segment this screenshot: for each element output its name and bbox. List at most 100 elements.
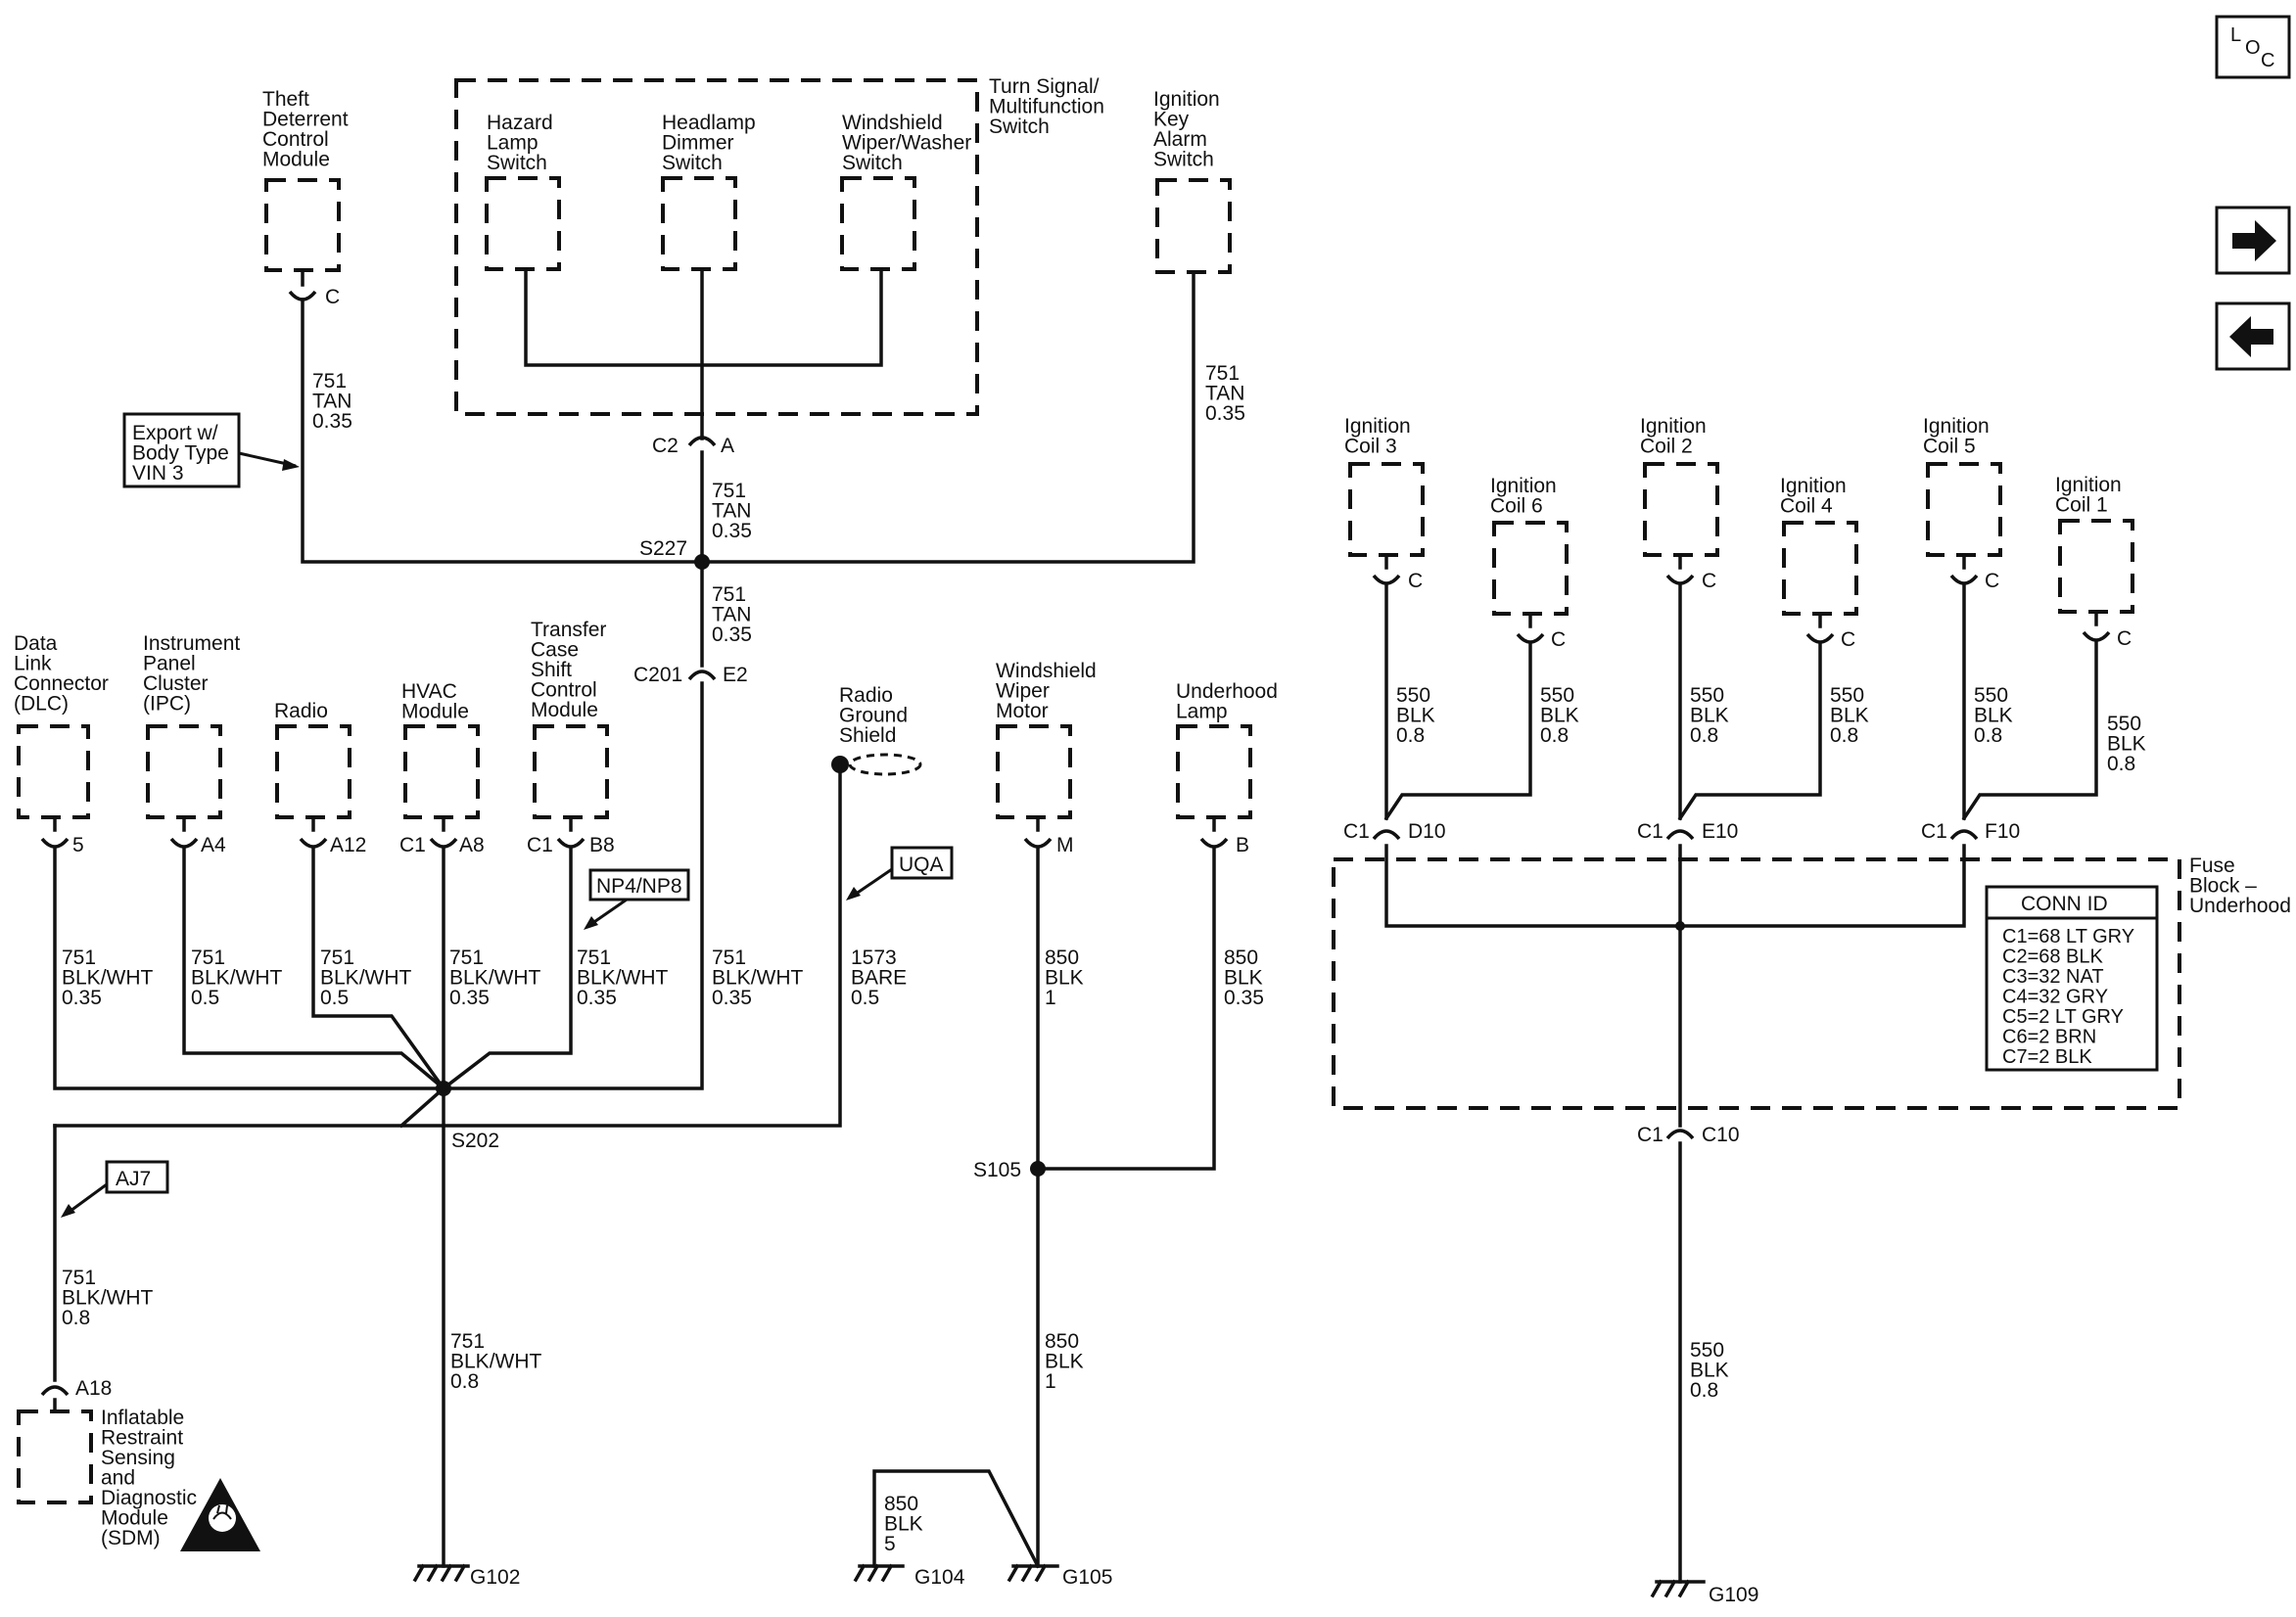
fuse-block-label-line: Fuse	[2189, 855, 2235, 877]
coil5-connector	[1949, 574, 1979, 585]
coil4-label-line: Ignition	[1780, 475, 1847, 497]
coil6-wire-label-line: BLK	[1540, 705, 1579, 727]
wiper-wire-label-line: 1	[1045, 987, 1056, 1009]
radio-pin: A12	[330, 834, 366, 856]
export-note-line: VIN 3	[132, 462, 184, 485]
g104-wire	[872, 1469, 1041, 1569]
radio-label-line: Radio	[274, 700, 328, 722]
c201-wire-label-line: 751	[712, 947, 746, 969]
ignition-coil-3	[1348, 462, 1425, 557]
ignition-key-alarm-label-line: Key	[1153, 109, 1190, 131]
coil1-connector	[2082, 630, 2111, 642]
loc-button[interactable]: L O C	[2215, 15, 2291, 79]
hvac-pin: A8	[459, 834, 485, 856]
ground-g109-icon	[1650, 1579, 1706, 1598]
radio-label: Radio	[274, 700, 328, 722]
dlc-pin: 5	[72, 834, 84, 856]
ignition-key-alarm-label-line: Alarm	[1153, 128, 1207, 151]
fuse-block-underhood	[1332, 857, 2181, 1110]
tcscm-label-line: Shift	[531, 659, 572, 681]
coil4-wire-label-line: 550	[1830, 684, 1864, 707]
radio	[275, 724, 351, 819]
dlc-wire	[53, 846, 445, 1090]
ignition-key-alarm-label-line: Ignition	[1153, 88, 1220, 111]
coil1-wire-label-line: 550	[2107, 713, 2141, 735]
s202-label: S202	[451, 1130, 499, 1152]
coil3-label-line: Coil 3	[1344, 436, 1397, 458]
ipc-pin: A4	[201, 834, 226, 856]
underhood-lamp	[1176, 724, 1252, 819]
aj7-arrow-line	[66, 1182, 108, 1216]
g104-wire-label-line: 850	[884, 1493, 918, 1515]
coil2-wire-label-line: 0.8	[1690, 724, 1718, 747]
sdm-label-line: (SDM)	[101, 1527, 161, 1549]
splice-s105	[1030, 1161, 1046, 1177]
ipc-label-line: Instrument	[143, 632, 240, 655]
coil6-connector	[1516, 632, 1545, 644]
tcscm-wire	[441, 846, 573, 1091]
g104-wire-label-line: 5	[884, 1533, 896, 1555]
c201-to-s202	[442, 681, 704, 1090]
s227-label: S227	[639, 537, 687, 560]
ipc-wire-label-line: 0.5	[191, 987, 219, 1009]
s105-wire-label-line: 1	[1045, 1370, 1056, 1393]
hvac-connector	[429, 837, 458, 849]
fuse-block-f10-connector	[1949, 829, 1979, 841]
conn-id-rows-line: C2=68 BLK	[2002, 947, 2104, 968]
coil3-wire-label-line: 0.8	[1396, 724, 1425, 747]
sdm-wire-label-line: 751	[62, 1267, 96, 1289]
coil1-wire-label-line: 0.8	[2107, 753, 2135, 775]
ground-g105-icon	[1007, 1563, 1059, 1583]
np-option-tag	[588, 868, 690, 901]
radio-shield-label-line: Ground	[839, 705, 908, 727]
g102-wire-label-line: 751	[450, 1330, 485, 1353]
coil2-wire-label-line: BLK	[1690, 705, 1729, 727]
theft-wire-label-line: 751	[312, 370, 347, 393]
forward-button[interactable]	[2215, 206, 2291, 275]
dlc-wire-label-line: 0.35	[62, 987, 102, 1009]
inflatable-restraint-module	[17, 1409, 93, 1504]
tcscm-c: C1	[527, 834, 553, 856]
hvac-wire-label-line: 0.35	[449, 987, 490, 1009]
theft-wire-label-line: TAN	[312, 391, 351, 413]
g102-wire-label-line: BLK/WHT	[450, 1351, 542, 1373]
radio-shield-label-line: Shield	[839, 724, 896, 747]
shield-wire	[53, 762, 842, 1128]
g109-wire-label-line: 0.8	[1690, 1379, 1718, 1402]
ignition-coil-2	[1643, 462, 1719, 557]
tcscm-pin: B8	[589, 834, 615, 856]
theft-module-label-line: Theft	[262, 88, 309, 111]
headlamp-dimmer-switch-label-line: Headlamp	[662, 112, 756, 134]
hazard-lamp-switch-label-line: Switch	[487, 152, 547, 174]
hazard-lamp-switch-label-line: Lamp	[487, 132, 539, 155]
tcscm-label-line: Module	[531, 699, 598, 721]
lamp-wire-label-line: 0.35	[1224, 987, 1264, 1009]
s105-label: S105	[973, 1159, 1021, 1181]
dlc-label-line: Data	[14, 632, 58, 655]
wiper-washer-switch-label-line: Switch	[842, 152, 903, 174]
radio-wire-label-line: 0.5	[320, 987, 349, 1009]
sdm-label-line: Module	[101, 1507, 168, 1530]
dlc-label-line: Link	[14, 653, 52, 675]
back-button[interactable]	[2215, 301, 2291, 371]
uqa-option-tag	[890, 846, 954, 880]
tcscm-label-line: Control	[531, 679, 597, 702]
data-link-connector	[17, 724, 90, 819]
coil3-connector	[1372, 574, 1401, 585]
wiper-motor-label-line: Windshield	[996, 660, 1097, 682]
hvac-wire-label-line: 751	[449, 947, 484, 969]
